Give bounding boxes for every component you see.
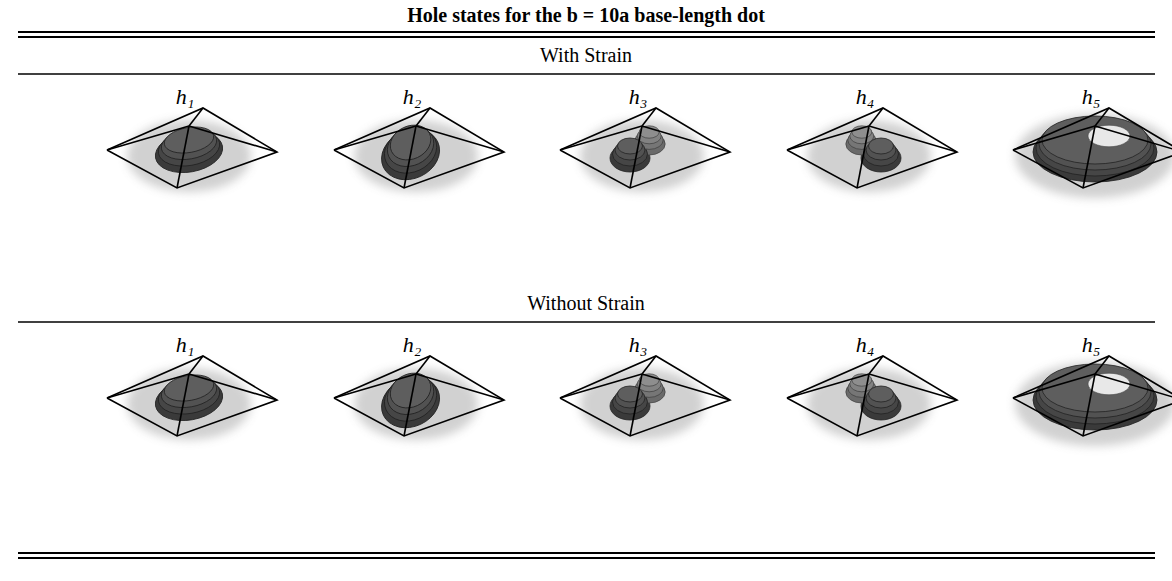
pyramid-edge (630, 126, 642, 188)
pyramid-edge (416, 108, 430, 126)
pyramid-base (1013, 356, 1172, 436)
state-label: h₁ (176, 84, 195, 109)
pyramid-dot (787, 108, 957, 192)
pyramid-edge (869, 126, 957, 152)
pyramid-base (787, 356, 957, 436)
pyramid-edge (189, 374, 277, 400)
pyramid-edge (787, 374, 869, 398)
pyramid-base (107, 108, 277, 188)
pyramid-edge (857, 374, 869, 436)
pyramid-edge (334, 374, 416, 398)
pyramid-dot (560, 108, 730, 192)
pyramid-edge (642, 374, 730, 400)
density-layer (869, 138, 894, 154)
pyramid-base (107, 356, 277, 436)
pyramid-edge (404, 126, 416, 188)
density-cloud (127, 368, 251, 440)
pyramid-edge (560, 126, 642, 150)
density-cloud (807, 120, 931, 192)
table-rules (18, 32, 1155, 558)
pyramid-edge (1095, 108, 1109, 126)
state-label: h₂ (403, 332, 422, 357)
pyramid-edge (869, 374, 957, 400)
pyramid-edge (177, 374, 189, 436)
density-cloud (580, 120, 704, 192)
density-layer (385, 367, 437, 415)
pyramid-edge (189, 126, 277, 152)
pyramid-edge (642, 108, 656, 126)
pyramid-edge (630, 374, 642, 436)
density-cloud (127, 120, 251, 192)
state-label: h₃ (629, 84, 648, 109)
section-heading: Without Strain (527, 292, 645, 314)
pyramid-base (560, 356, 730, 436)
pyramid-edge (1083, 374, 1095, 436)
density-layer (1042, 116, 1148, 164)
state-label: h₁ (176, 332, 195, 357)
pyramid-dot (1013, 356, 1172, 446)
pyramid-edge (1013, 126, 1095, 150)
density-layer (869, 386, 894, 402)
pyramid-dot (334, 356, 504, 440)
state-label: h₂ (403, 84, 422, 109)
pyramid-edge (1095, 374, 1172, 400)
pyramid-edge (869, 356, 883, 374)
pyramid-edge (107, 374, 189, 398)
state-label: h₅ (1082, 332, 1101, 357)
pyramid-dot (334, 108, 504, 192)
density-cloud (807, 368, 931, 440)
pyramid-edge (1083, 126, 1095, 188)
pyramid-edge (560, 374, 642, 398)
state-label: h₄ (856, 84, 875, 109)
pyramid-base (787, 108, 957, 188)
pyramid-edge (1013, 374, 1095, 398)
density-cloud (580, 368, 704, 440)
pyramid-edge (107, 126, 189, 150)
pyramid-base (334, 356, 504, 436)
pyramid-edge (189, 108, 203, 126)
pyramid-edge (416, 356, 430, 374)
state-label: h₃ (629, 332, 648, 357)
pyramid-edge (334, 126, 416, 150)
pyramid-edge (416, 374, 504, 400)
pyramid-edge (404, 374, 416, 436)
table-title: Hole states for the b = 10a base-length … (407, 4, 765, 26)
pyramid-edge (787, 126, 869, 150)
pyramid-edge (416, 126, 504, 152)
pyramid-dot (560, 356, 730, 440)
pyramid-edge (1095, 126, 1172, 152)
section-heading: With Strain (540, 44, 632, 66)
density-layer (385, 119, 437, 167)
pyramid-dot (1013, 108, 1172, 198)
density-layer (1042, 364, 1148, 412)
pyramid-dot (787, 356, 957, 440)
pyramid-edge (177, 126, 189, 188)
pyramid-edge (642, 356, 656, 374)
pyramid-base (1013, 108, 1172, 188)
pyramid-dot (107, 356, 277, 440)
pyramid-edge (1095, 356, 1109, 374)
pyramid-edge (857, 126, 869, 188)
pyramid-base (560, 108, 730, 188)
pyramid-base (334, 108, 504, 188)
pyramid-edge (869, 108, 883, 126)
state-label: h₄ (856, 332, 875, 357)
pyramid-dot (107, 108, 277, 192)
pyramid-edge (642, 126, 730, 152)
pyramid-edge (189, 356, 203, 374)
state-label: h₅ (1082, 84, 1101, 109)
